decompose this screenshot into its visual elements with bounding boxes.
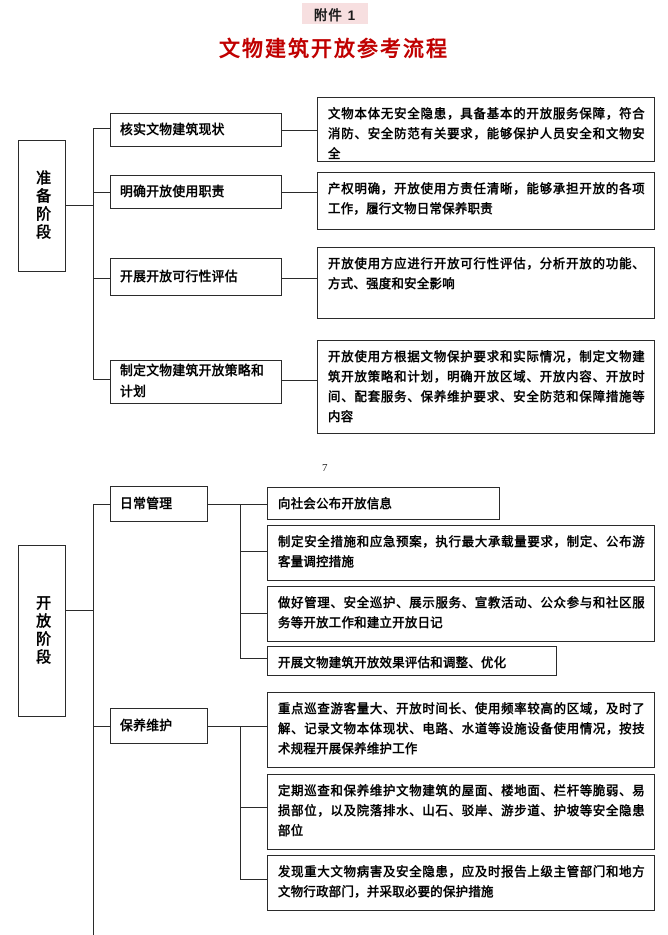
connector-stage2-branch-1 <box>93 504 110 506</box>
step-box-verify-condition: 核实文物建筑现状 <box>110 113 282 147</box>
connector-stage1-trunk <box>66 205 94 207</box>
connector-stage2-spine <box>93 504 95 935</box>
connector-daily-spine <box>240 504 242 659</box>
connector-step2-detail <box>282 192 318 194</box>
connector-stage1-branch-2 <box>93 192 110 194</box>
connector-step1-detail <box>282 130 318 132</box>
page-title: 文物建筑开放参考流程 <box>219 38 449 61</box>
connector-daily-item-4 <box>240 658 268 660</box>
connector-daily-item-2 <box>240 551 268 553</box>
detail-box-clarify-duty: 产权明确，开放使用方责任清晰，能够承担开放的各项工作，履行文物日常保养职责 <box>317 172 655 230</box>
connector-step3-detail <box>282 278 318 280</box>
connector-step4-detail <box>282 380 318 382</box>
stage-box-opening: 开放阶段 <box>18 545 66 717</box>
step-box-strategy-plan: 制定文物建筑开放策略和计划 <box>110 360 282 404</box>
group-box-maintenance: 保养维护 <box>110 708 208 744</box>
stage-box-preparation: 准备阶段 <box>18 140 66 272</box>
step-box-feasibility: 开展开放可行性评估 <box>110 258 282 296</box>
detail-box-key-inspection: 重点巡查游客量大、开放时间长、使用频率较高的区域，及时了解、记录文物本体现状、电… <box>267 692 655 768</box>
detail-box-safety-measures: 制定安全措施和应急预案，执行最大承载量要求，制定、公布游客量调控措施 <box>267 525 655 581</box>
connector-maint-item-1 <box>240 726 268 728</box>
connector-daily-trunk <box>208 504 241 506</box>
detail-box-feasibility: 开放使用方应进行开放可行性评估，分析开放的功能、方式、强度和安全影响 <box>317 247 655 319</box>
connector-stage1-branch-1 <box>93 128 110 130</box>
connector-daily-item-3 <box>240 613 268 615</box>
connector-maint-item-3 <box>240 879 268 881</box>
detail-box-publish-info: 向社会公布开放信息 <box>267 487 500 520</box>
connector-maint-trunk <box>208 726 241 728</box>
connector-stage1-spine <box>93 128 95 380</box>
step-box-clarify-duty: 明确开放使用职责 <box>110 175 282 209</box>
connector-stage1-branch-3 <box>93 278 110 280</box>
page-number: 7 <box>322 462 328 474</box>
connector-stage2-trunk <box>66 610 94 612</box>
connector-stage1-branch-4 <box>93 379 110 381</box>
detail-box-effect-evaluation: 开展文物建筑开放效果评估和调整、优化 <box>267 646 557 676</box>
detail-box-regular-maintenance: 定期巡查和保养维护文物建筑的屋面、楼地面、栏杆等脆弱、易损部位，以及院落排水、山… <box>267 774 655 850</box>
detail-box-verify-condition: 文物本体无安全隐患，具备基本的开放服务保障，符合消防、安全防范有关要求，能够保护… <box>317 97 655 162</box>
connector-stage2-branch-2 <box>93 726 110 728</box>
attachment-tag: 附件 1 <box>302 3 368 24</box>
detail-box-management-work: 做好管理、安全巡护、展示服务、宣教活动、公众参与和社区服务等开放工作和建立开放日… <box>267 586 655 642</box>
detail-box-report-hazards: 发现重大文物病害及安全隐患，应及时报告上级主管部门和地方文物行政部门，并采取必要… <box>267 855 655 911</box>
connector-maint-item-2 <box>240 807 268 809</box>
connector-maint-spine <box>240 726 242 880</box>
connector-daily-item-1 <box>240 504 268 506</box>
group-box-daily-management: 日常管理 <box>110 486 208 522</box>
detail-box-strategy-plan: 开放使用方根据文物保护要求和实际情况，制定文物建筑开放策略和计划，明确开放区域、… <box>317 340 655 434</box>
